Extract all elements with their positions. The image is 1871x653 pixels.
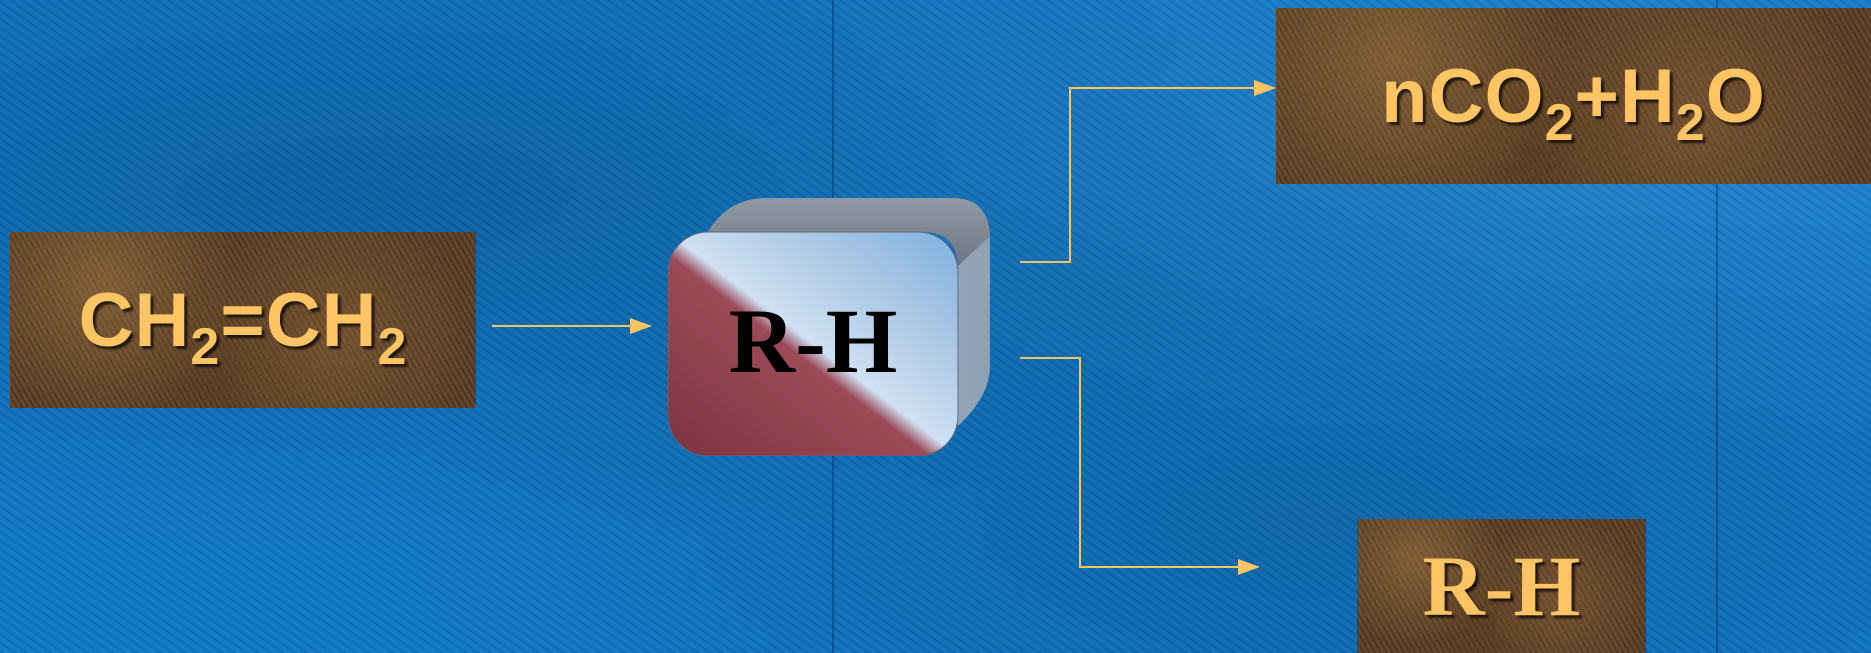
- arrow-catalyst-to-rh: [1020, 357, 1260, 575]
- product-bottom-label: R-H: [1422, 538, 1581, 634]
- product-co2-h2o-box: nCO2+H2O: [1276, 8, 1871, 184]
- arrow-catalyst-to-co2: [1020, 80, 1276, 263]
- catalyst-cube-shape: [668, 198, 990, 456]
- reactant-formula: CH2=CH2: [78, 277, 408, 376]
- background-seam-right: [1716, 0, 1718, 653]
- product-top-formula: nCO2+H2O: [1381, 53, 1766, 152]
- product-rh-box: R-H: [1357, 519, 1646, 653]
- catalyst-label: R-H: [728, 290, 898, 392]
- reactant-ethylene-box: CH2=CH2: [10, 232, 476, 408]
